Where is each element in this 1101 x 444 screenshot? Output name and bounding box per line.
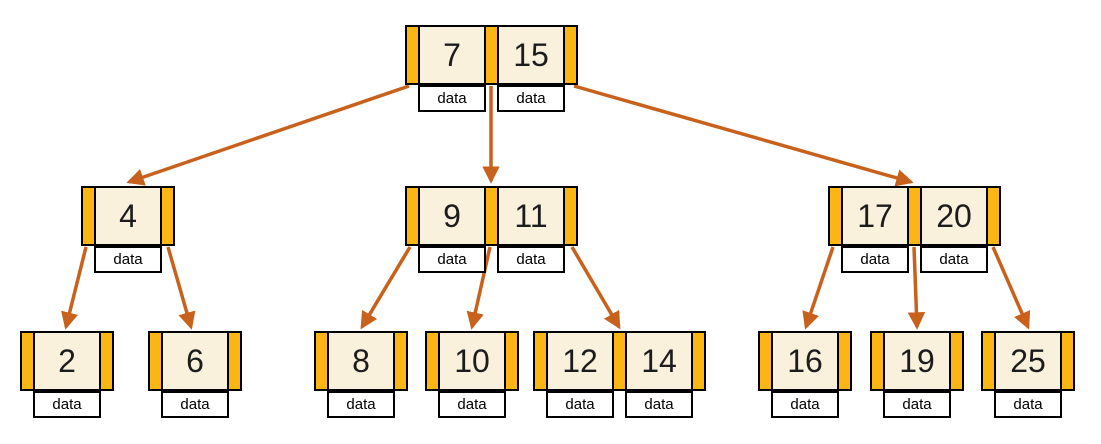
data-box: data [771,391,839,418]
pointer-slot [760,333,771,389]
pointer-arrow-node-17-20-to-node-25 [991,246,1031,330]
pointer-arrow-node-17-20-to-node-16 [802,246,835,330]
pointer-slot [830,188,841,244]
pointer-slot [693,333,704,389]
data-box: data [94,246,162,273]
btree-node-10: 10 [425,331,519,391]
data-box: data [920,246,988,273]
btree-node-7-15: 7 15 [405,25,578,85]
data-box: data [33,391,101,418]
pointer-arrow-node-4-to-node-2 [61,246,88,330]
pointer-arrow-node-7-15-to-node-17-20 [573,84,914,187]
data-box: data [841,246,909,273]
key-cell-8: 8 [329,333,393,389]
key-cell-15: 15 [499,27,563,83]
data-box: data [438,391,506,418]
btree-node-16: 16 [758,331,852,391]
btree-node-6: 6 [148,331,242,391]
btree-node-12-14: 12 14 [533,331,706,391]
pointer-slot [565,188,576,244]
key-cell-11: 11 [499,188,563,244]
key-cell-9: 9 [420,188,484,244]
pointer-arrow-node-9-11-to-node-12-14 [570,246,621,330]
key-cell-6: 6 [163,333,227,389]
pointer-slot [909,188,920,244]
btree-node-4: 4 [81,186,175,246]
pointer-slot [983,333,994,389]
btree-node-25: 25 [981,331,1075,391]
pointer-arrow-node-17-20-to-node-19 [907,246,926,330]
key-cell-16: 16 [773,333,837,389]
key-cell-7: 7 [420,27,484,83]
pointer-arrow-node-4-to-node-6 [166,246,196,330]
pointer-slot [83,188,94,244]
pointer-slot [486,27,497,83]
pointer-slot [1062,333,1073,389]
data-box: data [418,246,486,273]
pointer-slot [506,333,517,389]
pointer-slot [229,333,240,389]
data-box: data [497,85,565,112]
data-box: data [418,85,486,112]
btree-node-8: 8 [314,331,408,391]
pointer-slot [427,333,438,389]
data-box: data [161,391,229,418]
data-box: data [625,391,693,418]
pointer-arrow-node-7-15-to-node-4 [126,84,410,186]
btree-node-19: 19 [870,331,964,391]
key-cell-17: 17 [843,188,907,244]
pointer-slot [316,333,327,389]
btree-node-9-11: 9 11 [405,186,578,246]
data-box: data [497,246,565,273]
data-box: data [327,391,395,418]
key-cell-4: 4 [96,188,160,244]
pointer-slot [614,333,625,389]
pointer-slot [407,27,418,83]
pointer-slot [565,27,576,83]
key-cell-12: 12 [548,333,612,389]
pointer-slot [150,333,161,389]
data-box: data [546,391,614,418]
pointer-arrow-node-9-11-to-node-8 [360,246,412,330]
pointer-slot [988,188,999,244]
key-cell-10: 10 [440,333,504,389]
pointer-slot [872,333,883,389]
btree-node-2: 2 [20,331,114,391]
key-cell-25: 25 [996,333,1060,389]
pointer-slot [162,188,173,244]
pointer-slot [22,333,33,389]
key-cell-14: 14 [627,333,691,389]
pointer-slot [839,333,850,389]
pointer-slot [395,333,406,389]
data-box: data [994,391,1062,418]
pointer-slot [486,188,497,244]
pointer-slot [951,333,962,389]
key-cell-2: 2 [35,333,99,389]
pointer-slot [407,188,418,244]
data-box: data [883,391,951,418]
key-cell-20: 20 [922,188,986,244]
pointer-slot [101,333,112,389]
key-cell-19: 19 [885,333,949,389]
pointer-slot [535,333,546,389]
